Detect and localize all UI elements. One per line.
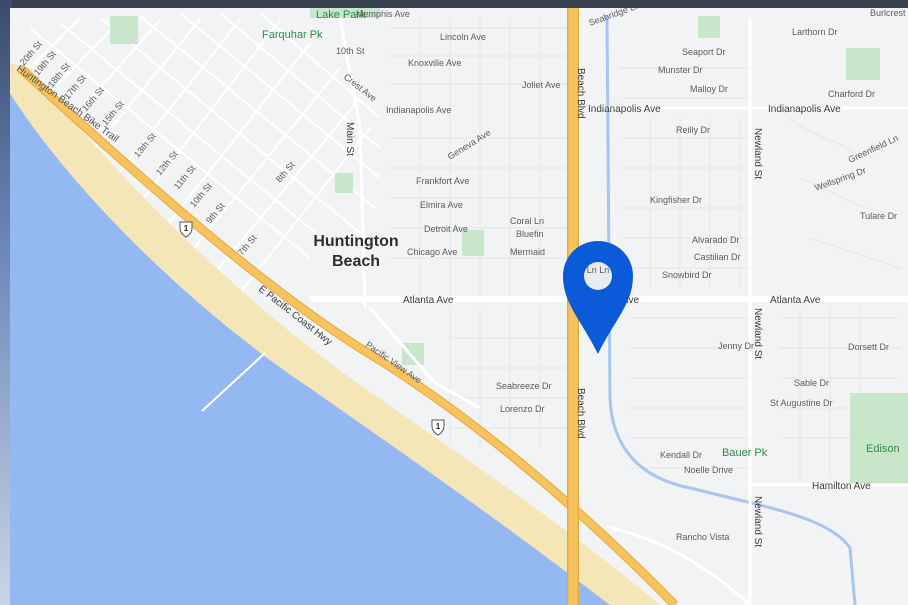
label-newland-south: Newland St — [752, 496, 763, 547]
label-atlanta-west: Atlanta Ave — [403, 295, 454, 306]
label-main-st: Main St — [344, 122, 355, 156]
svg-text:Chicago Ave: Chicago Ave — [407, 247, 457, 257]
svg-text:10th St: 10th St — [336, 46, 365, 56]
highway-shield-1: 1 — [179, 221, 193, 238]
label-beach-blvd-south: Beach Blvd — [575, 388, 586, 439]
svg-text:Tulare Dr: Tulare Dr — [860, 211, 897, 221]
svg-text:Elmira Ave: Elmira Ave — [420, 200, 463, 210]
svg-text:1: 1 — [436, 422, 441, 431]
map-canvas[interactable]: 1 1 Huntington Beach Lake Park Farquhar … — [10, 8, 908, 605]
svg-text:Frankfort Ave: Frankfort Ave — [416, 176, 469, 186]
city-label-line2: Beach — [332, 253, 380, 270]
svg-text:Knoxville Ave: Knoxville Ave — [408, 58, 461, 68]
marker-inner-label: Ln Ln — [587, 265, 610, 275]
svg-text:Snowbird Dr: Snowbird Dr — [662, 270, 712, 280]
label-beach-blvd-north: Beach Blvd — [575, 68, 586, 119]
svg-text:Castilian Dr: Castilian Dr — [694, 252, 741, 262]
location-marker[interactable]: Ln Ln — [563, 241, 633, 354]
svg-text:St Augustine Dr: St Augustine Dr — [770, 398, 833, 408]
park-label-bauer: Bauer Pk — [722, 447, 768, 459]
ocean — [10, 93, 610, 605]
top-chrome-strip — [0, 0, 908, 10]
label-atlanta-mid: Ave — [622, 295, 639, 306]
svg-text:Detroit Ave: Detroit Ave — [424, 224, 468, 234]
residential-grid — [390, 18, 901, 478]
label-newland-north: Newland St — [752, 128, 763, 179]
svg-text:Mermaid: Mermaid — [510, 247, 545, 257]
svg-text:Kendall Dr: Kendall Dr — [660, 450, 702, 460]
svg-text:Charford Dr: Charford Dr — [828, 89, 875, 99]
svg-text:Kingfisher Dr: Kingfisher Dr — [650, 195, 702, 205]
svg-text:Munster Dr: Munster Dr — [658, 65, 703, 75]
svg-text:Bluefin: Bluefin — [516, 229, 544, 239]
highway-shield-2: 1 — [431, 419, 445, 436]
svg-text:Memphis Ave: Memphis Ave — [356, 9, 410, 19]
svg-text:Malloy Dr: Malloy Dr — [690, 84, 728, 94]
svg-text:Lorenzo Dr: Lorenzo Dr — [500, 404, 545, 414]
svg-text:Jenny Dr: Jenny Dr — [718, 341, 754, 351]
svg-text:Lincoln Ave: Lincoln Ave — [440, 32, 486, 42]
city-label-line1: Huntington — [313, 233, 398, 250]
park-label-edison: Edison — [866, 443, 900, 455]
park-label-lake: Lake Park — [316, 9, 366, 21]
left-photo-edge — [0, 0, 12, 605]
svg-text:Seaport Dr: Seaport Dr — [682, 47, 726, 57]
svg-text:Indianapolis Ave: Indianapolis Ave — [386, 105, 451, 115]
label-hamilton: Hamilton Ave — [812, 481, 871, 492]
svg-text:Dorsett Dr: Dorsett Dr — [848, 342, 889, 352]
svg-text:Joliet Ave: Joliet Ave — [522, 80, 560, 90]
svg-text:1: 1 — [184, 224, 189, 233]
pier — [201, 352, 266, 412]
svg-text:Sable Dr: Sable Dr — [794, 378, 829, 388]
svg-text:Alvarado Dr: Alvarado Dr — [692, 235, 740, 245]
svg-text:Rancho Vista: Rancho Vista — [676, 532, 729, 542]
svg-text:Larthorn Dr: Larthorn Dr — [792, 27, 838, 37]
svg-text:Reilly Dr: Reilly Dr — [676, 125, 710, 135]
svg-text:Noelle Drive: Noelle Drive — [684, 465, 733, 475]
parks — [110, 8, 908, 485]
svg-text:Coral Ln: Coral Ln — [510, 216, 544, 226]
svg-text:Seabreeze Dr: Seabreeze Dr — [496, 381, 552, 391]
svg-text:Burlcrest: Burlcrest — [870, 8, 906, 18]
flood-channel — [605, 15, 857, 605]
park-label-farquhar: Farquhar Pk — [262, 29, 323, 41]
label-atlanta-east: Atlanta Ave — [770, 295, 821, 306]
label-indianapolis-east: Indianapolis Ave — [768, 104, 841, 115]
downtown-grid — [19, 12, 381, 294]
local-roads — [338, 17, 908, 605]
label-indianapolis-mid: Indianapolis Ave — [588, 104, 661, 115]
label-newland-mid: Newland St — [752, 308, 763, 359]
